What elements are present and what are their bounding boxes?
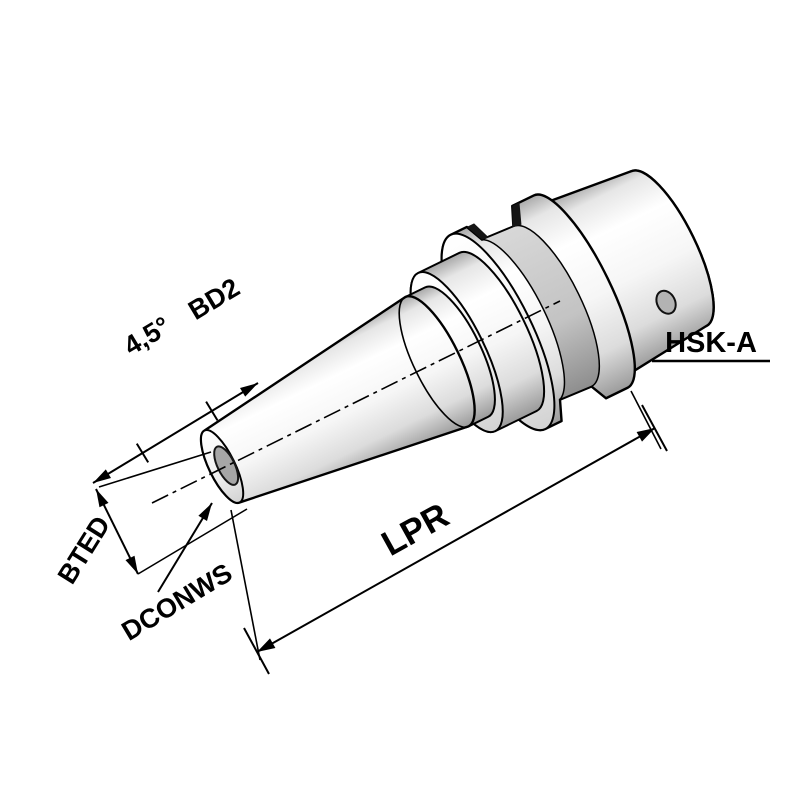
tool-holder xyxy=(199,169,715,505)
label-bd2: BD2 xyxy=(183,272,245,326)
dim-angle-arrow-left xyxy=(93,469,111,483)
dim-bted-ext-bottom xyxy=(137,508,248,575)
label-dconws: DCONWS xyxy=(117,557,238,646)
dimension-layer xyxy=(92,359,770,675)
dim-angle-tick-2 xyxy=(205,401,219,421)
label-lpr: LPR xyxy=(375,496,455,564)
dim-lpr-tick-right xyxy=(641,404,668,452)
dim-lpr-line xyxy=(256,427,656,653)
dim-bted-ext-top xyxy=(98,451,212,488)
dim-angle-line xyxy=(92,382,259,484)
dim-angle-arrow-right xyxy=(240,383,258,397)
dim-lpr-ext-right xyxy=(630,390,662,450)
gripper-groove xyxy=(481,224,601,401)
dim-bted-arrow-bottom xyxy=(125,555,138,574)
centerline xyxy=(151,300,561,504)
label-taper-angle: 4,5° xyxy=(119,311,176,362)
dim-lpr-ext-left xyxy=(230,509,261,661)
flange-notch-front xyxy=(466,223,489,240)
dim-lpr-tick-left xyxy=(243,627,270,675)
dim-lpr-arrow-left xyxy=(257,638,276,652)
dim-dconws-arrow xyxy=(198,503,212,521)
label-hsk: HSK-A xyxy=(665,327,757,359)
side-hole xyxy=(655,289,677,315)
flange-notch-rear xyxy=(512,202,522,227)
dim-bted-arrow-top xyxy=(96,489,109,508)
label-bted: BTED xyxy=(52,511,116,589)
dim-angle-tick-1 xyxy=(135,443,150,463)
dim-lpr-arrow-right xyxy=(636,428,655,442)
